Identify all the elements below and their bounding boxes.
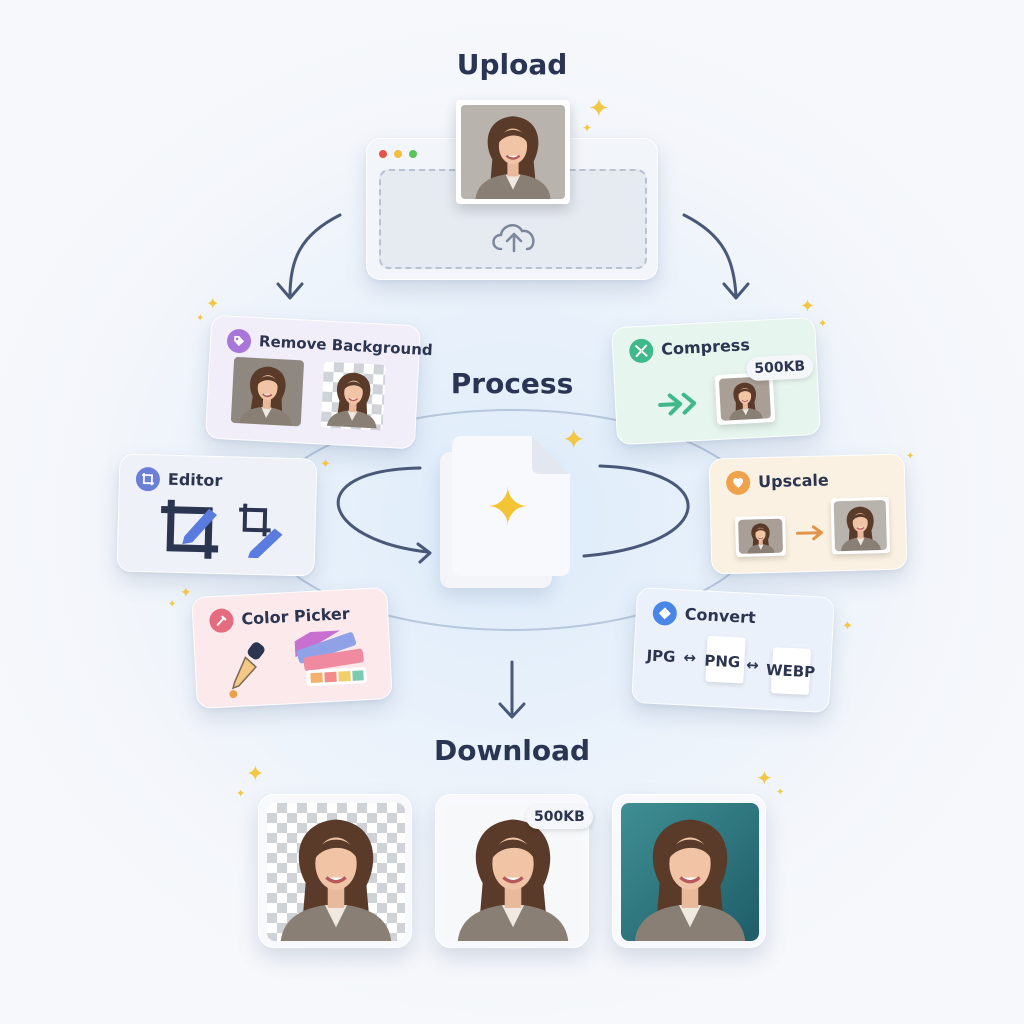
crop-pencil-icon bbox=[161, 499, 219, 559]
large-photo bbox=[833, 499, 887, 552]
download-upscaled-tile[interactable] bbox=[612, 794, 766, 948]
format-separator: ↔ bbox=[745, 655, 760, 675]
sparkle-icon: ✦ bbox=[818, 317, 828, 330]
download-transparent-photo bbox=[267, 803, 405, 941]
crop-pencil-small-icon bbox=[239, 503, 283, 559]
convert-label: Convert bbox=[684, 604, 757, 628]
format-webp: WEBP bbox=[765, 660, 816, 682]
diamond-icon bbox=[652, 600, 678, 626]
orbit-arrow-right bbox=[582, 464, 690, 558]
upscale-label: Upscale bbox=[757, 470, 829, 492]
download-upscaled-photo bbox=[621, 803, 759, 941]
upload-heading: Upload bbox=[456, 48, 568, 81]
sparkle-icon: ✦ bbox=[562, 423, 586, 456]
download-transparent-tile[interactable] bbox=[258, 794, 412, 948]
download-compressed-tile[interactable]: 500KB bbox=[435, 794, 593, 948]
cloud-upload-icon bbox=[492, 223, 535, 253]
window-dot-green bbox=[409, 150, 417, 158]
window-dot-red bbox=[379, 150, 387, 158]
dropper-icon bbox=[229, 642, 265, 699]
compress-label: Compress bbox=[660, 335, 751, 359]
process-document-icon bbox=[452, 436, 570, 576]
sparkle-icon: ✦ bbox=[180, 585, 192, 601]
window-dot-yellow bbox=[394, 150, 402, 158]
sparkle-icon: ✦ bbox=[756, 766, 773, 790]
sparkle-icon: ✦ bbox=[776, 787, 785, 798]
format-separator: ↔ bbox=[683, 648, 697, 668]
original-photo bbox=[230, 356, 305, 427]
upload-photo bbox=[461, 105, 565, 199]
sparkle-icon: ✦ bbox=[168, 599, 177, 610]
compressed-photo bbox=[718, 376, 772, 421]
sparkle-icon: ✦ bbox=[582, 121, 593, 135]
swatch-fan-icon bbox=[294, 629, 367, 687]
compress-card[interactable]: Compress 500KB bbox=[611, 316, 821, 446]
eyedropper-icon bbox=[208, 608, 235, 634]
sparkle-icon: ✦ bbox=[236, 787, 246, 800]
convert-card[interactable]: Convert JPG ↔ PNG ↔ WEBP bbox=[631, 586, 835, 714]
tag-icon bbox=[226, 328, 252, 354]
sparkle-icon: ✦ bbox=[486, 478, 530, 538]
remove-background-card[interactable]: Remove Background bbox=[204, 314, 433, 450]
editor-label: Editor bbox=[167, 469, 223, 491]
upscale-card[interactable]: Upscale bbox=[708, 453, 908, 575]
download-heading: Download bbox=[433, 734, 591, 767]
arrow-upload-left bbox=[288, 213, 342, 298]
color-picker-label: Color Picker bbox=[240, 603, 351, 629]
heart-icon bbox=[725, 470, 751, 496]
small-photo bbox=[738, 518, 784, 554]
sparkle-icon: ✦ bbox=[842, 619, 853, 634]
sparkle-icon: ✦ bbox=[320, 457, 331, 472]
format-jpg: JPG bbox=[646, 646, 676, 666]
sparkle-icon: ✦ bbox=[800, 296, 816, 317]
sparkle-icon: ✦ bbox=[246, 762, 265, 787]
remove-background-label: Remove Background bbox=[258, 332, 434, 360]
sparkle-icon: ✦ bbox=[906, 451, 915, 462]
orbit-arrow-left bbox=[336, 466, 430, 554]
sparkle-icon: ✦ bbox=[206, 294, 220, 313]
compress-icon bbox=[628, 338, 654, 364]
download-size-badge: 500KB bbox=[526, 805, 593, 829]
compress-size-badge: 500KB bbox=[745, 353, 814, 382]
sparkle-icon: ✦ bbox=[588, 94, 610, 124]
arrow-upload-right bbox=[682, 213, 738, 298]
process-heading: Process bbox=[450, 367, 574, 400]
format-png: PNG bbox=[703, 651, 741, 672]
large-photo-card bbox=[830, 496, 891, 555]
arrow-right-icon bbox=[796, 525, 823, 541]
transparent-photo bbox=[320, 361, 387, 431]
crop-icon bbox=[135, 466, 161, 492]
upload-photo-card bbox=[456, 100, 570, 204]
sparkle-icon: ✦ bbox=[196, 313, 205, 324]
color-picker-card[interactable]: Color Picker bbox=[191, 586, 393, 710]
double-chevron-icon bbox=[658, 392, 697, 416]
small-photo-card bbox=[735, 515, 787, 557]
editor-card[interactable]: Editor bbox=[116, 453, 318, 577]
